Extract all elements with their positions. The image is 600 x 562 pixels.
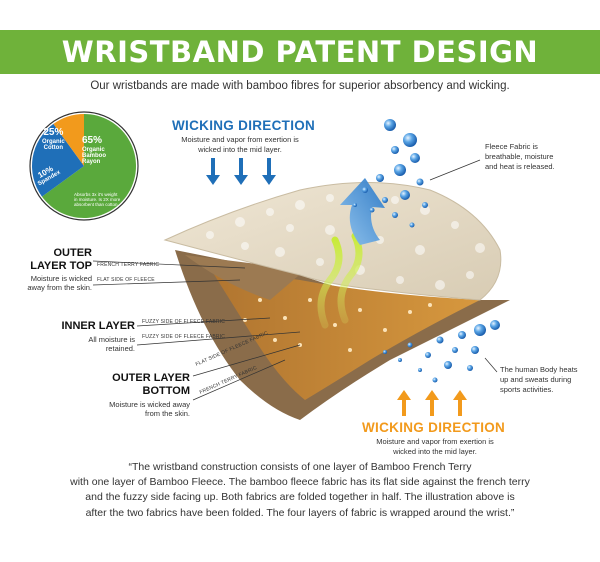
outer-layer-bottom-desc: Moisture is wicked away from the skin. — [80, 400, 190, 419]
wicking-down-arrows — [206, 158, 276, 185]
fleece-fabric-note: Fleece Fabric is breathable, moisture an… — [485, 142, 555, 171]
label-fuzzy-side-fleece-2: FUZZY SIDE OF FLEECE FABRIC — [142, 334, 225, 340]
label-fuzzy-side-fleece-1: FUZZY SIDE OF FLEECE FABRIC — [142, 319, 225, 325]
wicking-direction-bottom-title: WICKING DIRECTION — [362, 420, 505, 435]
construction-quote: “The wristband construction consists of … — [40, 460, 560, 521]
human-body-note: The human Body heats up and sweats durin… — [500, 365, 578, 394]
inner-layer-desc: All moisture is retained. — [40, 335, 135, 354]
outer-layer-top-title: OUTER LAYER TOP — [10, 247, 92, 272]
pie-label-cotton: 25% Organic Cotton — [42, 128, 65, 151]
label-french-terry-top: FRENCH TERRY FABRIC — [97, 262, 159, 268]
inner-layer-title: INNER LAYER — [40, 320, 135, 333]
wicking-direction-top-desc: Moisture and vapor from exertion is wick… — [165, 135, 315, 155]
outer-layer-bottom-title: OUTER LAYER BOTTOM — [90, 372, 190, 397]
pie-label-bamboo: 65% Organic Bamboo Rayon — [82, 136, 106, 165]
label-flat-side-fleece-top: FLAT SIDE OF FLEECE — [97, 277, 155, 283]
wicking-direction-bottom-desc: Moisture and vapor from exertion is wick… — [360, 437, 510, 457]
outer-layer-top-desc: Moisture is wicked away from the skin. — [10, 274, 92, 293]
wicking-direction-top-title: WICKING DIRECTION — [172, 118, 315, 133]
pie-absorbency-note: Absorbs 3x it's weight in moisture. Is 2… — [74, 192, 120, 208]
wicking-up-arrows — [397, 390, 467, 416]
